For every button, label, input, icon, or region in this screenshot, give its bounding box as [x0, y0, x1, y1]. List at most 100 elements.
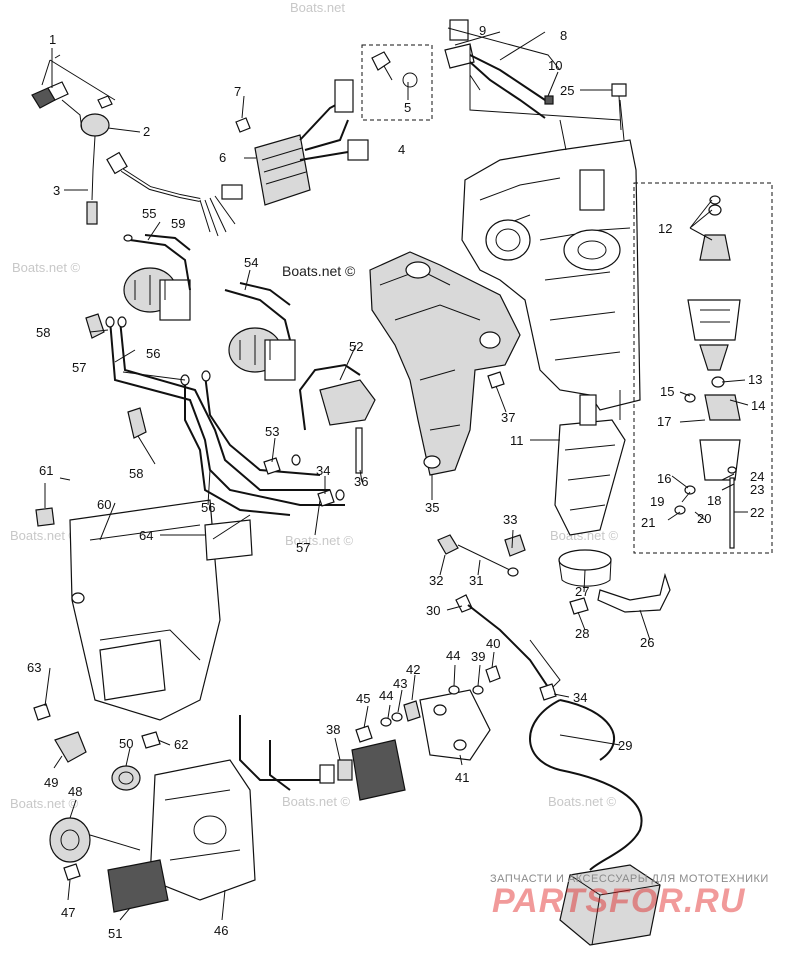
- label-44-right: 44: [446, 648, 460, 663]
- label-45: 45: [356, 691, 370, 706]
- label-31: 31: [469, 573, 483, 588]
- label-58-lower: 58: [129, 466, 143, 481]
- pin-36: [355, 427, 363, 474]
- label-41: 41: [455, 770, 469, 785]
- label-36: 36: [354, 474, 368, 489]
- label-34-lower: 34: [573, 690, 587, 705]
- solenoid-52: [298, 363, 376, 431]
- watermark-top: Boats.net: [290, 0, 345, 15]
- washer-44-right: [448, 685, 460, 695]
- brand-tagline: ЗАПЧАСТИ И АКСЕССУАРЫ ДЛЯ МОТОТЕХНИКИ: [490, 873, 769, 885]
- label-16: 16: [657, 471, 671, 486]
- label-25: 25: [560, 83, 574, 98]
- grommet-61: [35, 507, 55, 527]
- label-4: 4: [398, 142, 405, 157]
- bolt-34-upper: [317, 489, 335, 507]
- nut-42: [403, 700, 421, 722]
- label-21: 21: [641, 515, 655, 530]
- valve-38: [319, 739, 406, 801]
- label-49: 49: [44, 775, 58, 790]
- box-part-5: [361, 44, 433, 121]
- label-63: 63: [27, 660, 41, 675]
- label-18: 18: [707, 493, 721, 508]
- label-40: 40: [486, 636, 500, 651]
- watermark-left-1: Boats.net ©: [12, 260, 81, 275]
- label-17: 17: [657, 414, 671, 429]
- label-20: 20: [697, 511, 711, 526]
- hose-left: [239, 715, 330, 781]
- wire-harness-59: [106, 151, 243, 237]
- label-23: 23: [750, 482, 764, 497]
- label-33: 33: [503, 512, 517, 527]
- starter-motor-11: [554, 390, 626, 536]
- label-14: 14: [751, 398, 765, 413]
- washer-39: [472, 685, 484, 695]
- bolt-47: [63, 863, 81, 881]
- label-27: 27: [575, 584, 589, 599]
- label-22: 22: [750, 505, 764, 520]
- label-26: 26: [640, 635, 654, 650]
- label-35: 35: [425, 500, 439, 515]
- cap-58-lower: [127, 407, 147, 439]
- watermark-left-3: Boats.net ©: [10, 796, 79, 811]
- label-32: 32: [429, 573, 443, 588]
- label-57-upper: 57: [72, 360, 86, 375]
- heatsink-51: [107, 859, 169, 913]
- label-7: 7: [234, 84, 241, 99]
- label-28: 28: [575, 626, 589, 641]
- watermark-main: Boats.net ©: [282, 263, 356, 279]
- watermark-right-2: Boats.net ©: [548, 794, 617, 809]
- leader-lines: [44, 31, 749, 921]
- grommet-50: [111, 765, 141, 791]
- label-9: 9: [479, 23, 486, 38]
- label-56-lower: 56: [201, 500, 215, 515]
- label-44-left: 44: [379, 688, 393, 703]
- label-39: 39: [471, 649, 485, 664]
- watermark-mid-2: Boats.net ©: [282, 794, 351, 809]
- label-43: 43: [393, 676, 407, 691]
- bolt-25: [585, 83, 627, 131]
- relay-55: [123, 234, 191, 321]
- label-34-upper: 34: [316, 463, 330, 478]
- bolt-28: [569, 597, 589, 615]
- box-starter-kit: [633, 182, 773, 554]
- label-11: 11: [510, 433, 524, 448]
- label-1: 1: [49, 32, 56, 47]
- label-46: 46: [214, 923, 228, 938]
- bracket-41: [419, 689, 491, 761]
- plug-49: [54, 731, 87, 763]
- label-6: 6: [219, 150, 226, 165]
- label-54: 54: [244, 255, 258, 270]
- label-8: 8: [560, 28, 567, 43]
- brand-logo-text: PARTSFOR.RU: [492, 882, 746, 920]
- label-60: 60: [97, 497, 111, 512]
- label-62: 62: [174, 737, 188, 752]
- cover-60: [69, 499, 221, 721]
- bolt-62: [141, 731, 161, 749]
- label-29: 29: [618, 738, 632, 753]
- bolt-34-lower: [539, 683, 557, 701]
- watermark-right-1: Boats.net ©: [550, 528, 619, 543]
- relay-54: [224, 282, 296, 381]
- label-15: 15: [660, 384, 674, 399]
- label-57-lower: 57: [296, 540, 310, 555]
- label-53: 53: [265, 424, 279, 439]
- bolt-40: [485, 665, 501, 683]
- rectifier-regulator-6: [235, 79, 369, 206]
- harness-8-9-10: [444, 19, 621, 121]
- sensor-assembly-1-2-3: [31, 54, 116, 225]
- battery-cables-56-57: [105, 316, 345, 516]
- label-51: 51: [108, 926, 122, 941]
- plate-46: [149, 759, 256, 901]
- label-59: 59: [171, 216, 185, 231]
- label-48: 48: [68, 784, 82, 799]
- label-58-upper: 58: [36, 325, 50, 340]
- label-24: 24: [750, 469, 764, 484]
- watermark-mid: Boats.net ©: [285, 533, 354, 548]
- label-13: 13: [748, 372, 762, 387]
- label-3: 3: [53, 183, 60, 198]
- cap-58-upper: [85, 313, 105, 339]
- bracket-35: [369, 251, 521, 476]
- engine-block: [461, 99, 641, 411]
